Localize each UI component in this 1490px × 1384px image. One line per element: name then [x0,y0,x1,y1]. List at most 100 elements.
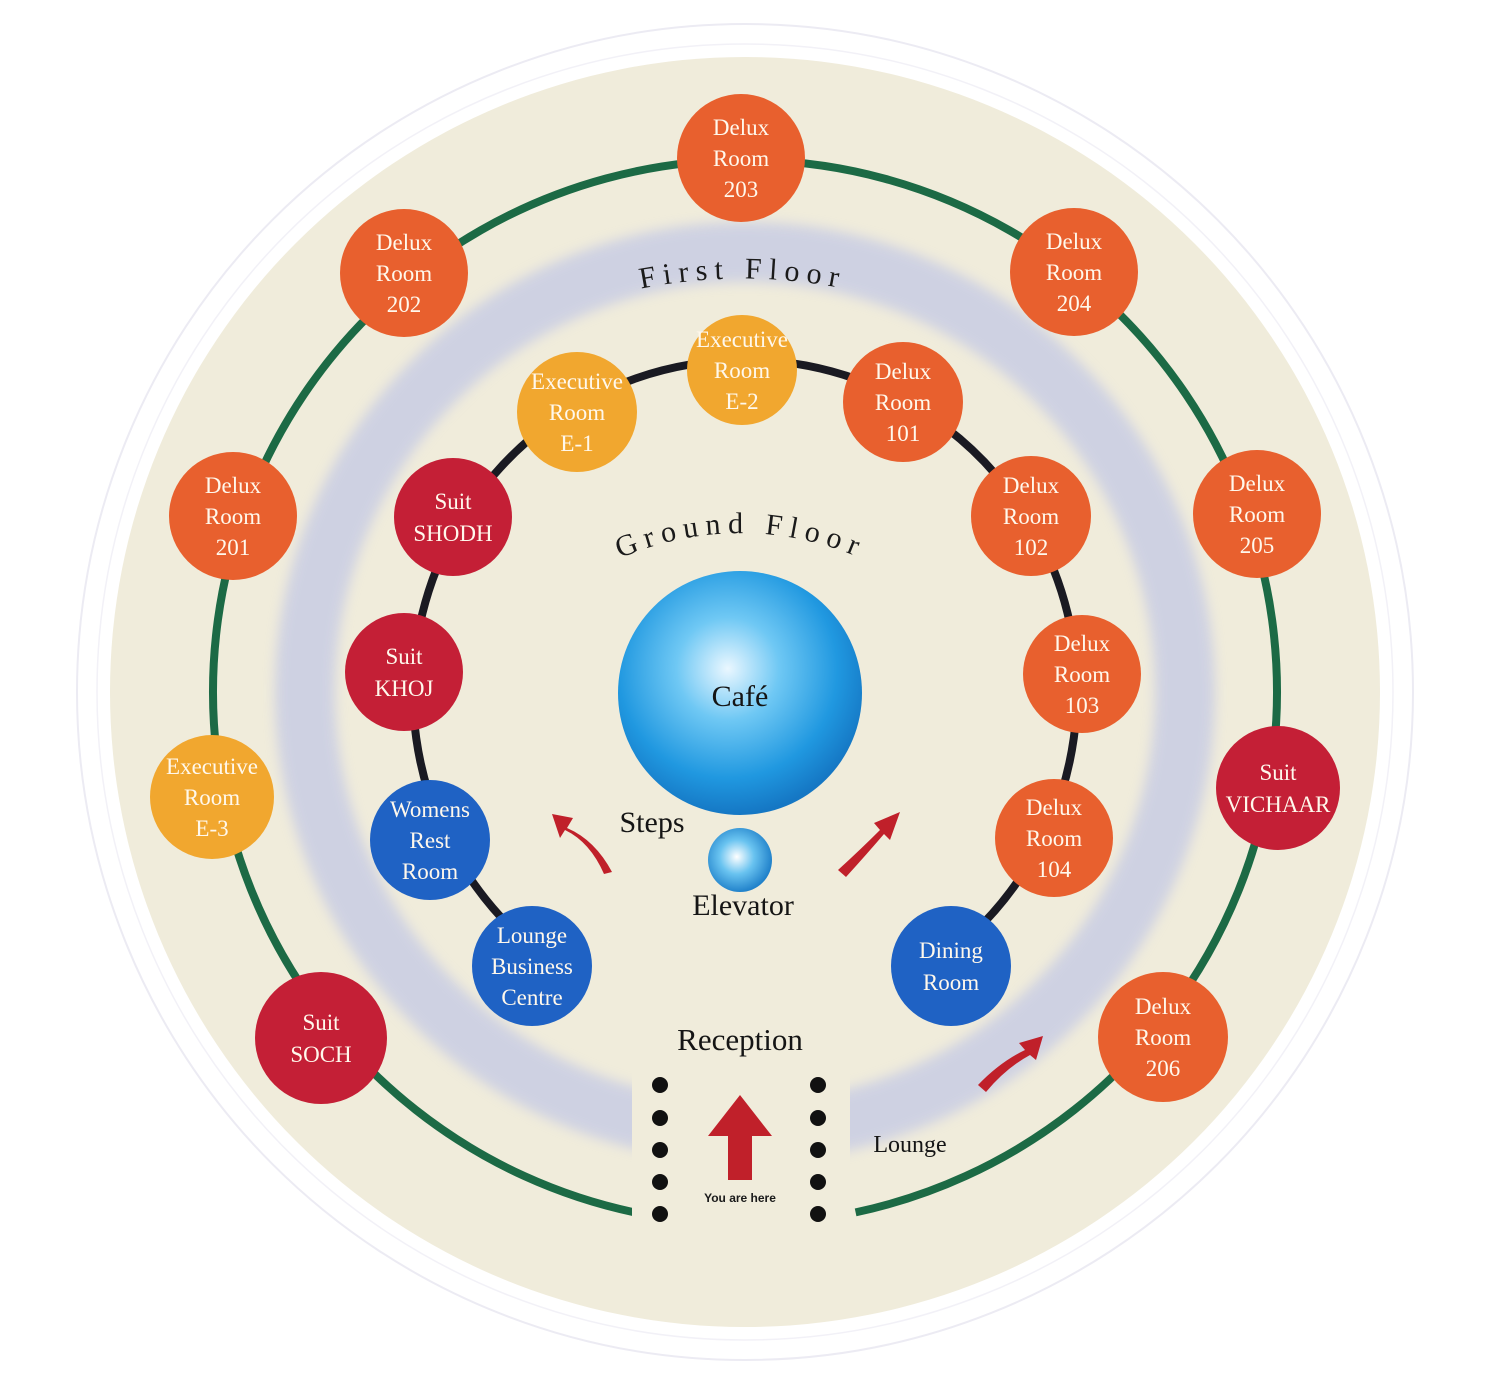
room-circle[interactable] [370,780,490,900]
you-are-here-label: You are here [704,1191,776,1205]
room-label-line: Executive [531,369,623,394]
room-label-line: Delux [1026,795,1083,820]
room-circle[interactable] [843,342,963,462]
arrow-up-icon [708,1095,772,1180]
room-label-line: Room [1046,260,1102,285]
arrow-icon-steps-left [552,814,612,874]
room-label-line: Delux [713,115,770,140]
entrance-dots-left [652,1077,668,1222]
entrance-dots-right [810,1077,826,1222]
room-label-line: E-2 [725,389,758,414]
room-label-line: VICHAAR [1226,792,1331,817]
room-label-line: Room [713,146,769,171]
room-label-line: E-1 [560,431,593,456]
room-circle[interactable] [394,458,512,576]
arrow-icon-steps-right [838,812,900,877]
room-circle[interactable] [169,452,297,580]
room-circle[interactable] [340,209,468,337]
room-label-line: Suit [434,489,472,514]
room-label-line: Room [205,504,261,529]
room-circle[interactable] [345,613,463,731]
reception-label: Reception [677,1022,803,1057]
room-circle[interactable] [687,315,797,425]
room-label-line: Executive [696,327,788,352]
outer-decor-ring [76,23,1414,1361]
room-label-line: 202 [387,292,422,317]
room-label-line: Room [1054,662,1110,687]
room-label-line: Delux [1135,994,1192,1019]
room-label-line: Dining [919,938,983,963]
room-label-line: Room [376,261,432,286]
room-label-line: E-3 [195,816,228,841]
room-label-line: Womens [390,797,470,822]
room-label-line: SOCH [290,1042,351,1067]
room-circle[interactable] [1098,972,1228,1102]
room-label-line: Room [714,358,770,383]
room-circle[interactable] [1193,450,1321,578]
cafe-label: Café [712,680,769,713]
room-label-line: Business [491,954,573,979]
room-circle[interactable] [517,352,637,472]
elevator[interactable] [708,828,772,892]
room-circle[interactable] [472,906,592,1026]
room-label-line: Room [1003,504,1059,529]
steps-label: Steps [619,806,684,839]
room-label-line: Room [1229,502,1285,527]
room-label-line: Delux [1229,471,1286,496]
room-label-line: KHOJ [375,676,434,701]
room-label-line: 104 [1037,857,1072,882]
room-label-line: 201 [216,535,251,560]
room-label-line: Lounge [497,923,567,948]
room-circle[interactable] [1216,726,1340,850]
room-label-line: Suit [302,1010,340,1035]
room-label-line: Delux [1003,473,1060,498]
room-circle[interactable] [150,735,274,859]
room-label-line: 205 [1240,533,1275,558]
room-circle[interactable] [995,779,1113,897]
elevator-label: Elevator [692,889,794,922]
room-label-line: Delux [205,473,262,498]
room-circle[interactable] [255,972,387,1104]
room-label-line: 204 [1057,291,1092,316]
room-label-line: Room [402,859,458,884]
room-circle[interactable] [1023,615,1141,733]
room-circle[interactable] [677,94,805,222]
room-label-line: Room [875,390,931,415]
room-circle[interactable] [891,906,1011,1026]
room-label-line: Delux [376,230,433,255]
room-label-line: Room [1135,1025,1191,1050]
arrow-icon-lounge [978,1036,1043,1092]
room-circle[interactable] [1010,208,1138,336]
room-label-line: 101 [886,421,921,446]
room-label-line: Delux [875,359,932,384]
cafe[interactable] [618,571,862,815]
room-label-line: Suit [1259,760,1297,785]
lounge-label: Lounge [873,1132,946,1158]
room-label-line: 203 [724,177,759,202]
room-label-line: 206 [1146,1056,1181,1081]
room-label-line: Room [184,785,240,810]
room-circle[interactable] [971,456,1091,576]
room-label-line: Executive [166,754,258,779]
